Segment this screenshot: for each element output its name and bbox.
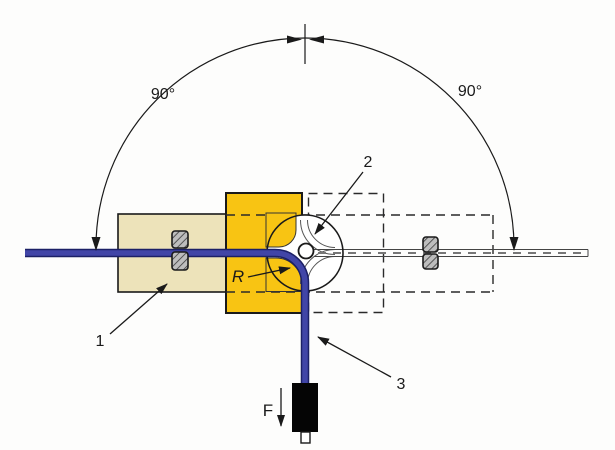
force-label: F	[263, 401, 273, 420]
swing-arc	[91, 24, 519, 251]
part1-label: 1	[96, 333, 105, 350]
arc-end-arrow-right	[509, 237, 519, 251]
leader-part2	[314, 171, 364, 235]
pivot-axis-hole	[297, 242, 315, 260]
weight-pin	[300, 431, 311, 444]
cable-clamp-left	[171, 230, 189, 271]
part2-label: 2	[364, 154, 373, 171]
cable	[25, 250, 308, 386]
cable-clamp-right	[422, 236, 439, 270]
leader-radius	[247, 266, 291, 278]
load-weight	[292, 383, 318, 432]
radius-label: R	[232, 267, 244, 286]
leader-part3	[317, 336, 392, 378]
arc-top-arrow-right	[309, 35, 324, 44]
ghost-cable-straight	[314, 249, 589, 257]
part3-label: 3	[397, 376, 406, 393]
arc-end-arrow-left	[91, 237, 101, 251]
leader-part1	[109, 283, 168, 335]
angle-label-left: 90°	[151, 86, 175, 103]
arc-top-arrow-left	[287, 35, 302, 44]
angle-label-right: 90°	[458, 83, 482, 100]
upper-cheek	[265, 212, 297, 248]
